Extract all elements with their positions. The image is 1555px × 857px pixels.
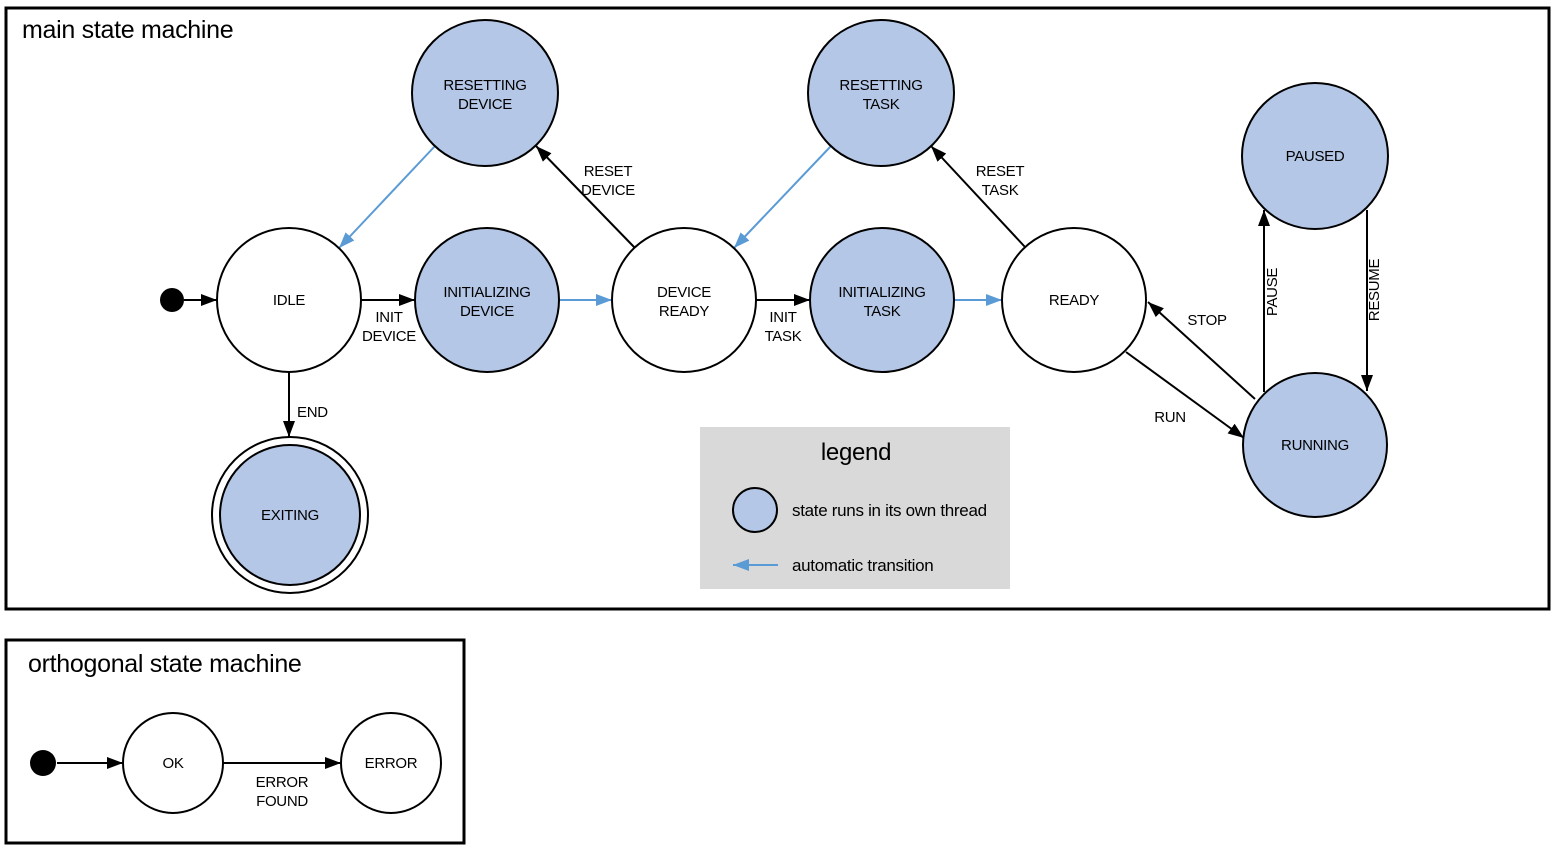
state-ready — [1001, 227, 1147, 373]
transition-pause-label: PAUSE — [1264, 268, 1281, 317]
state-resetting-task-label-line1: RESETTING — [839, 77, 922, 94]
transition-error-found-label-line2: FOUND — [256, 793, 308, 810]
transition-stop-label: STOP — [1187, 312, 1227, 329]
state-resetting-task — [807, 19, 955, 167]
transition-reset-device-label-line2: DEVICE — [581, 182, 635, 199]
state-initializing-device-label-line2: DEVICE — [460, 303, 514, 320]
state-initializing-device — [414, 227, 560, 373]
transition-resume-label: RESUME — [1366, 259, 1383, 322]
initial-state-dot — [160, 288, 184, 312]
transition-error-found-label-line1: ERROR — [256, 774, 309, 791]
transition-reset-task-label-line1: RESET — [976, 163, 1025, 180]
legend-thread-state-label: state runs in its own thread — [792, 501, 987, 520]
main-title: main state machine — [22, 16, 233, 44]
state-resetting-device — [411, 19, 559, 167]
state-resetting-device-label-line1: RESETTING — [443, 77, 526, 94]
state-resetting-device-label-line2: DEVICE — [458, 96, 512, 113]
legend-thread-state-icon — [732, 487, 778, 533]
state-initializing-task — [809, 227, 955, 373]
state-resetting-task-label-line2: TASK — [863, 96, 900, 113]
state-ok-label: OK — [162, 755, 183, 772]
legend-auto-transition-label: automatic transition — [792, 556, 933, 575]
orthogonal-initial-state-dot — [30, 750, 56, 776]
state-device-ready — [611, 227, 757, 373]
transition-reset-device-line — [535, 145, 636, 249]
state-initializing-device-label-line1: INITIALIZING — [443, 284, 530, 301]
state-error — [340, 712, 442, 814]
transition-init-task-label-line1: INIT — [769, 309, 796, 326]
state-initializing-task-label-line2: TASK — [864, 303, 901, 320]
state-exiting-label: EXITING — [261, 507, 319, 524]
transition-auto-resetting-task-to-device-ready — [733, 145, 832, 249]
transition-run-line — [1125, 351, 1245, 439]
state-exiting — [219, 444, 361, 586]
state-initializing-task-label-line1: INITIALIZING — [838, 284, 925, 301]
transition-init-device-label-line1: INIT — [375, 309, 402, 326]
state-device-ready-label-line2: READY — [659, 303, 709, 320]
state-paused — [1241, 82, 1389, 230]
state-device-ready-label-line1: DEVICE — [657, 284, 711, 301]
state-running-label: RUNNING — [1281, 437, 1349, 454]
legend-title: legend — [821, 439, 891, 466]
transition-reset-task-label-line2: TASK — [982, 182, 1019, 199]
transition-reset-task-line — [930, 145, 1026, 248]
orthogonal-state-machine-frame — [4, 638, 466, 845]
transition-init-task-label-line2: TASK — [765, 328, 802, 345]
transition-reset-device-label-line1: RESET — [584, 163, 633, 180]
state-idle-label: IDLE — [273, 292, 305, 309]
transition-stop-line — [1147, 301, 1256, 400]
state-running — [1242, 372, 1388, 518]
orthogonal-title: orthogonal state machine — [28, 650, 302, 678]
transition-run-label: RUN — [1154, 409, 1186, 426]
transition-init-device-label-line2: DEVICE — [362, 328, 416, 345]
transition-auto-resetting-device-to-idle — [338, 145, 436, 249]
state-ready-label: READY — [1049, 292, 1099, 309]
main-state-machine-frame — [4, 6, 1551, 611]
transition-end-label: END — [297, 404, 328, 421]
state-idle — [216, 227, 362, 373]
state-error-label: ERROR — [365, 755, 418, 772]
state-paused-label: PAUSED — [1286, 148, 1345, 165]
